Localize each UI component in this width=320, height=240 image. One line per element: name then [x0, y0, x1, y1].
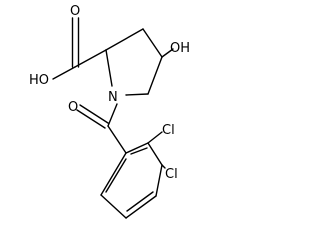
bond-n-c2 — [105, 49, 113, 87]
bond-c4-oh — [161, 48, 174, 58]
bond-aromatic-inner-a — [130, 147, 148, 155]
atom-label-ring-n: N — [108, 90, 118, 105]
bond-n-carbonyl-c — [107, 103, 118, 127]
bond-aryl-c1-c2 — [125, 142, 149, 154]
atom-label-cl-lower: Cl — [165, 167, 178, 182]
bond-c5-n — [125, 93, 149, 96]
bond-aromatic-inner-c — [105, 158, 127, 193]
bond-aryl-c5-c6 — [100, 194, 127, 219]
bond-c2-c3 — [105, 28, 144, 51]
atom-label-hydroxyl: OH — [170, 41, 190, 56]
bond-carbonyl-c-aryl-c1 — [107, 125, 127, 154]
bond-c4-c5 — [147, 56, 163, 95]
bond-c3-c4 — [142, 28, 163, 58]
atom-label-amide-o: O — [68, 100, 78, 115]
bond-aryl-cl-upper — [147, 131, 163, 144]
bond-c2-carboxyl-c — [74, 49, 107, 68]
bond-amide-c-o-double-a — [79, 104, 109, 124]
bond-aryl-c4-c5 — [125, 195, 157, 219]
bond-aryl-cl-lower — [161, 164, 166, 169]
bond-aryl-c3-c4 — [155, 164, 163, 197]
bond-aryl-c6-c1 — [100, 152, 127, 196]
atom-label-carboxyl-o: O — [70, 4, 80, 19]
chemical-structure: HO O OH N O Cl Cl — [29, 4, 190, 219]
bond-carboxyl-c-oh — [52, 66, 76, 80]
atom-label-carboxyl-oh: HO — [29, 73, 49, 88]
bond-aryl-c2-c3 — [147, 142, 163, 166]
atom-label-cl-upper: Cl — [162, 123, 175, 138]
structure-canvas: HO O OH N O Cl Cl — [29, 4, 190, 219]
bond-amide-c-o-double-b — [76, 109, 106, 129]
bond-aromatic-inner-b — [126, 191, 154, 212]
